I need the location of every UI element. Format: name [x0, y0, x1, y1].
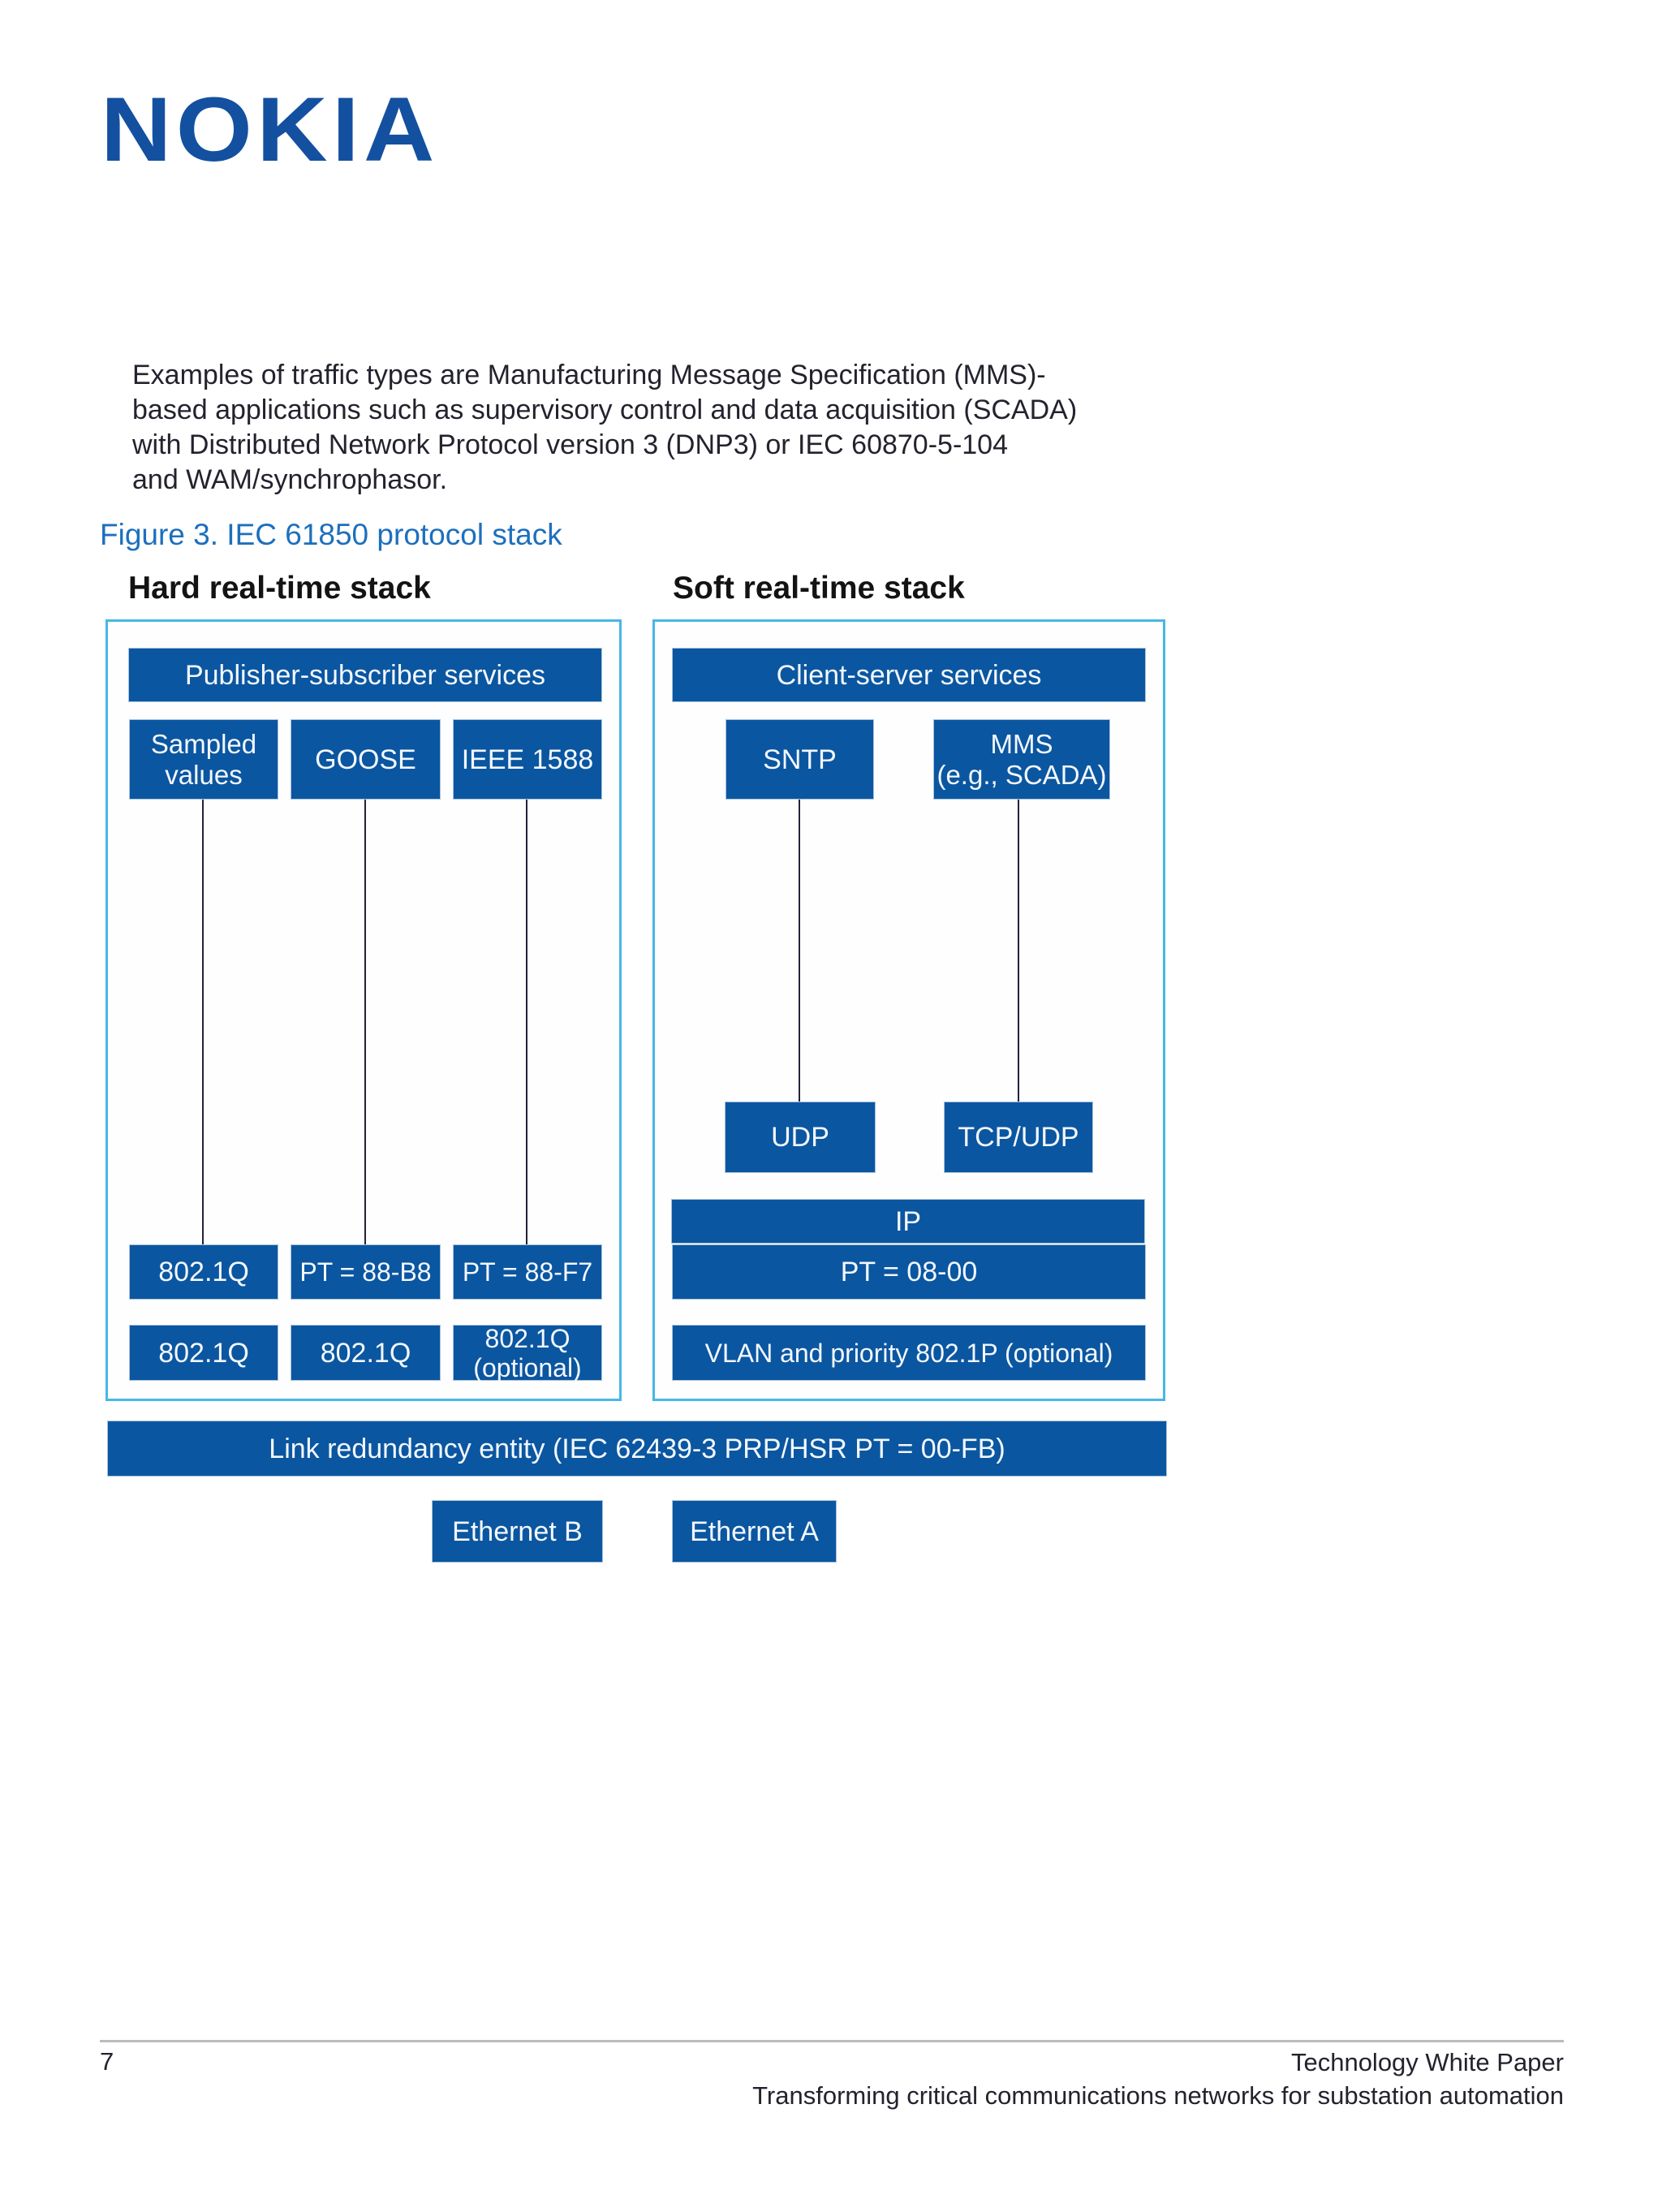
ieee-1588-box: IEEE 1588	[453, 719, 602, 800]
ip-box: IP	[671, 1199, 1145, 1244]
ethernet-b-box: Ethernet B	[432, 1500, 603, 1563]
paragraph-line: Examples of traffic types are Manufactur…	[132, 360, 1046, 390]
pt-88-b8-box: PT = 88-B8	[291, 1244, 441, 1300]
sampled-values-box: Sampled values	[129, 719, 278, 800]
sntp-box: SNTP	[726, 719, 874, 800]
intro-paragraph: Examples of traffic types are Manufactur…	[132, 358, 1077, 498]
footer-doc-title: Transforming critical communications net…	[752, 2081, 1564, 2110]
paragraph-line: and WAM/synchrophasor.	[132, 464, 448, 495]
footer-page-number: 7	[100, 2047, 114, 2076]
connector-line-ieee1588	[526, 800, 527, 1244]
pt-08-00-box: PT = 08-00	[672, 1244, 1146, 1300]
hard-8021q-vlan-box-2: 802.1Q	[291, 1325, 441, 1381]
udp-box: UDP	[725, 1102, 876, 1173]
paragraph-line: with Distributed Network Protocol versio…	[132, 429, 1009, 460]
hard-8021q-pt-box: 802.1Q	[129, 1244, 278, 1300]
ethernet-a-box: Ethernet A	[672, 1500, 837, 1563]
footer-divider	[100, 2040, 1564, 2042]
footer-doc-type: Technology White Paper	[1290, 2048, 1564, 2076]
pt-88-f7-box: PT = 88-F7	[453, 1244, 602, 1300]
footer-text: Technology White Paper Transforming crit…	[752, 2046, 1564, 2112]
link-redundancy-entity-box: Link redundancy entity (IEC 62439-3 PRP/…	[107, 1421, 1167, 1477]
vlan-priority-8021p-box: VLAN and priority 802.1P (optional)	[672, 1325, 1146, 1381]
publisher-subscriber-services-box: Publisher-subscriber services	[128, 648, 602, 702]
figure-caption: Figure 3. IEC 61850 protocol stack	[100, 518, 562, 551]
connector-line-sntp	[799, 800, 800, 1102]
client-server-services-box: Client-server services	[672, 648, 1146, 702]
connector-line-mms	[1018, 800, 1019, 1102]
connector-line-sampled-values	[202, 800, 204, 1244]
mms-scada-box: MMS (e.g., SCADA)	[933, 719, 1110, 800]
hard-stack-title: Hard real-time stack	[128, 571, 431, 606]
hard-8021q-optional-box: 802.1Q (optional)	[453, 1324, 602, 1382]
connector-line-goose	[364, 800, 366, 1244]
hard-8021q-vlan-box-1: 802.1Q	[129, 1325, 278, 1381]
soft-stack-title: Soft real-time stack	[673, 571, 965, 606]
tcp-udp-box: TCP/UDP	[944, 1102, 1093, 1173]
nokia-logo: NOKIA	[101, 79, 439, 180]
paragraph-line: based applications such as supervisory c…	[132, 395, 1078, 425]
goose-box: GOOSE	[291, 719, 441, 800]
